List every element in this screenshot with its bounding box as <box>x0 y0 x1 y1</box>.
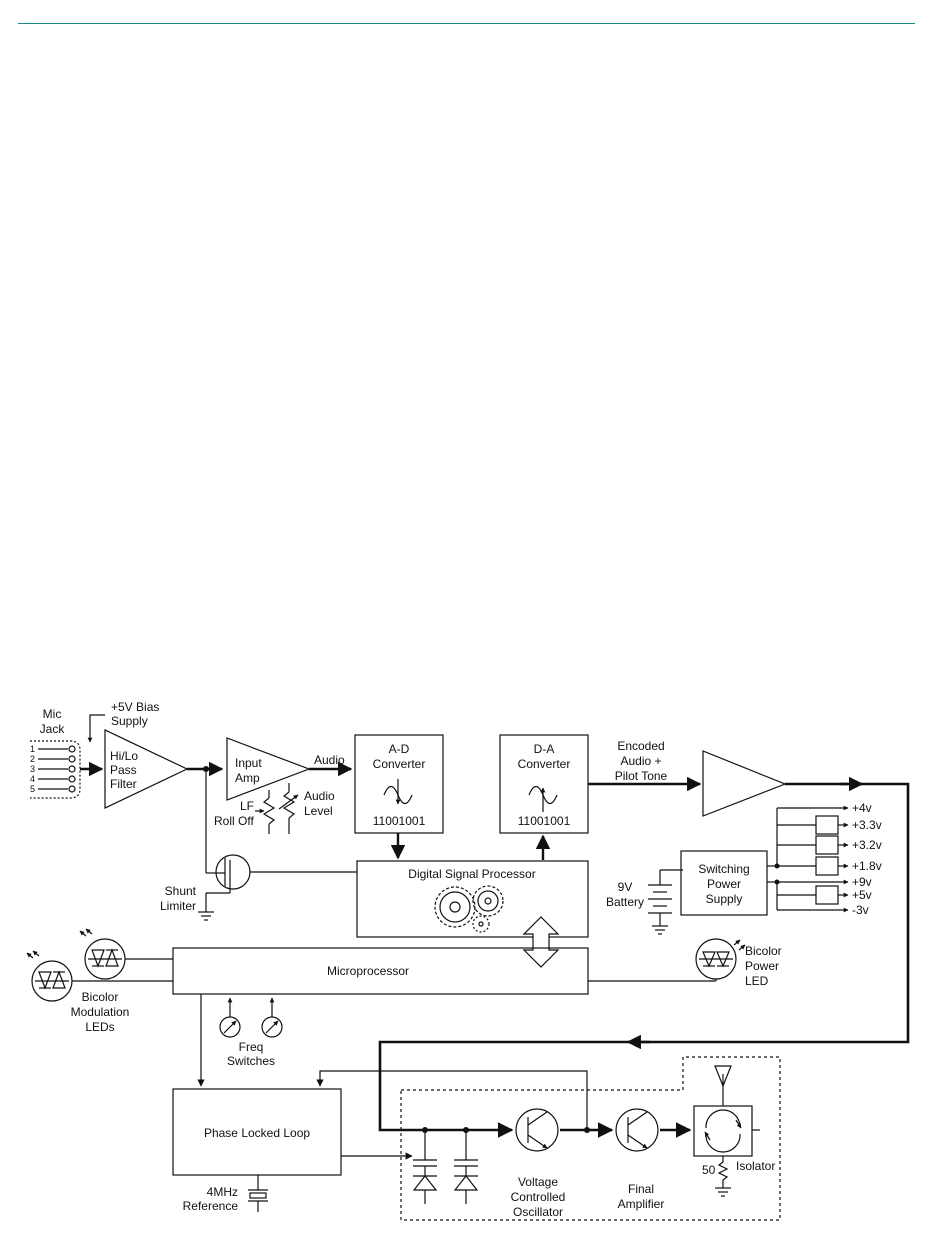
ad-converter-bits: 11001001 <box>373 814 426 828</box>
output-buffer <box>702 750 787 817</box>
pll-label: Phase Locked Loop <box>204 1126 310 1140</box>
dsp-label: Digital Signal Processor <box>408 867 535 881</box>
rail-label: +9v <box>852 875 872 889</box>
power-led-label-2: Power <box>745 959 779 973</box>
rail-label: +3.3v <box>852 818 882 832</box>
mod-leds-label-2: Modulation <box>71 1005 130 1019</box>
shunt-limiter-fet <box>198 854 357 921</box>
battery-label: 9V <box>618 880 633 894</box>
encoded-label: Encoded <box>617 739 664 753</box>
varactor-2 <box>453 1130 479 1204</box>
vco-label: Voltage <box>518 1175 558 1189</box>
da-converter-title-2: Converter <box>518 757 571 771</box>
ad-converter-title-2: Converter <box>373 757 426 771</box>
header-rule <box>18 23 915 24</box>
battery-9v <box>648 869 683 935</box>
microprocessor-block <box>172 947 589 995</box>
pin-label: 3 <box>30 764 35 774</box>
input-amp-label-2: Amp <box>235 771 260 785</box>
mod-leds-label-3: LEDs <box>85 1020 114 1034</box>
hi-lo-pass-filter <box>104 729 189 809</box>
input-amp-label: Input <box>235 756 262 770</box>
pin-label: 1 <box>30 744 35 754</box>
vco-label-3: Oscillator <box>513 1205 563 1219</box>
rail-label: +5v <box>852 888 872 902</box>
rail-label: +3.2v <box>852 838 882 852</box>
rail-label: +1.8v <box>852 859 882 873</box>
da-converter-bits: 11001001 <box>518 814 571 828</box>
power-led-label: Bicolor <box>745 944 782 958</box>
mod-leds-label: Bicolor <box>82 990 119 1004</box>
filter-label: Hi/Lo <box>110 749 138 763</box>
power-led <box>588 938 746 982</box>
final-amp-label-2: Amplifier <box>618 1197 665 1211</box>
pin-label: 2 <box>30 754 35 764</box>
freq-switch-1 <box>219 997 241 1038</box>
ad-converter-title: A-D <box>389 742 410 756</box>
freq-switches-label: Freq <box>239 1040 264 1054</box>
audio-level-pot <box>278 783 299 834</box>
rf-section-boundary <box>400 1056 781 1221</box>
pin-label: 4 <box>30 774 35 784</box>
mic-jack-label-2: Jack <box>40 722 66 736</box>
microprocessor-label: Microprocessor <box>327 964 409 978</box>
audio-label: Audio <box>314 753 345 767</box>
phase-locked-loop <box>172 1088 342 1176</box>
reference-label-2: Reference <box>183 1199 239 1213</box>
dsp-block <box>356 860 589 938</box>
power-supply-label-3: Supply <box>706 892 743 906</box>
power-supply-label: Switching <box>698 862 749 876</box>
termination-label: 50 <box>702 1163 716 1177</box>
bias-supply-label: +5V Bias <box>111 700 159 714</box>
reference-label: 4MHz <box>207 1185 238 1199</box>
encoded-label-2: Audio + <box>620 754 661 768</box>
vco-label-2: Controlled <box>511 1190 566 1204</box>
battery-label-2: Battery <box>606 895 644 909</box>
filter-label-2: Pass <box>110 763 137 777</box>
lf-rolloff-pot <box>255 790 276 834</box>
vco-transistor <box>515 1108 559 1152</box>
varactor-1 <box>412 1130 438 1204</box>
freq-switches-label-2: Switches <box>227 1054 275 1068</box>
power-led-label-3: LED <box>745 974 769 988</box>
mic-jack-label: Mic <box>43 707 62 721</box>
rail-label: +4v <box>852 801 872 815</box>
da-converter-title: D-A <box>534 742 555 756</box>
filter-label-3: Filter <box>110 777 137 791</box>
gears-icon <box>434 885 504 933</box>
encoded-label-3: Pilot Tone <box>615 769 668 783</box>
modulation-led-1 <box>79 928 173 980</box>
rail-label: -3v <box>852 903 869 917</box>
final-amp-label: Final <box>628 1182 654 1196</box>
pin-label: 5 <box>30 784 35 794</box>
final-amp-transistor <box>615 1108 659 1152</box>
lf-rolloff-label: LF <box>240 799 254 813</box>
mic-jack <box>30 740 81 799</box>
audio-level-label: Audio <box>304 789 335 803</box>
crystal-reference <box>248 1175 268 1212</box>
power-supply-label-2: Power <box>707 877 741 891</box>
switching-power-supply <box>680 850 768 916</box>
input-amp <box>226 737 311 801</box>
modulation-led-2 <box>26 950 173 1002</box>
audio-level-label-2: Level <box>304 804 333 818</box>
shunt-limiter-label-2: Limiter <box>160 899 196 913</box>
bias-supply-label-2: Supply <box>111 714 148 728</box>
shunt-limiter-label: Shunt <box>165 884 197 898</box>
junction-dots <box>203 766 780 1133</box>
lf-rolloff-label-2: Roll Off <box>214 814 254 828</box>
isolator <box>693 1065 760 1197</box>
freq-switch-2 <box>261 997 283 1038</box>
isolator-label: Isolator <box>736 1159 775 1173</box>
